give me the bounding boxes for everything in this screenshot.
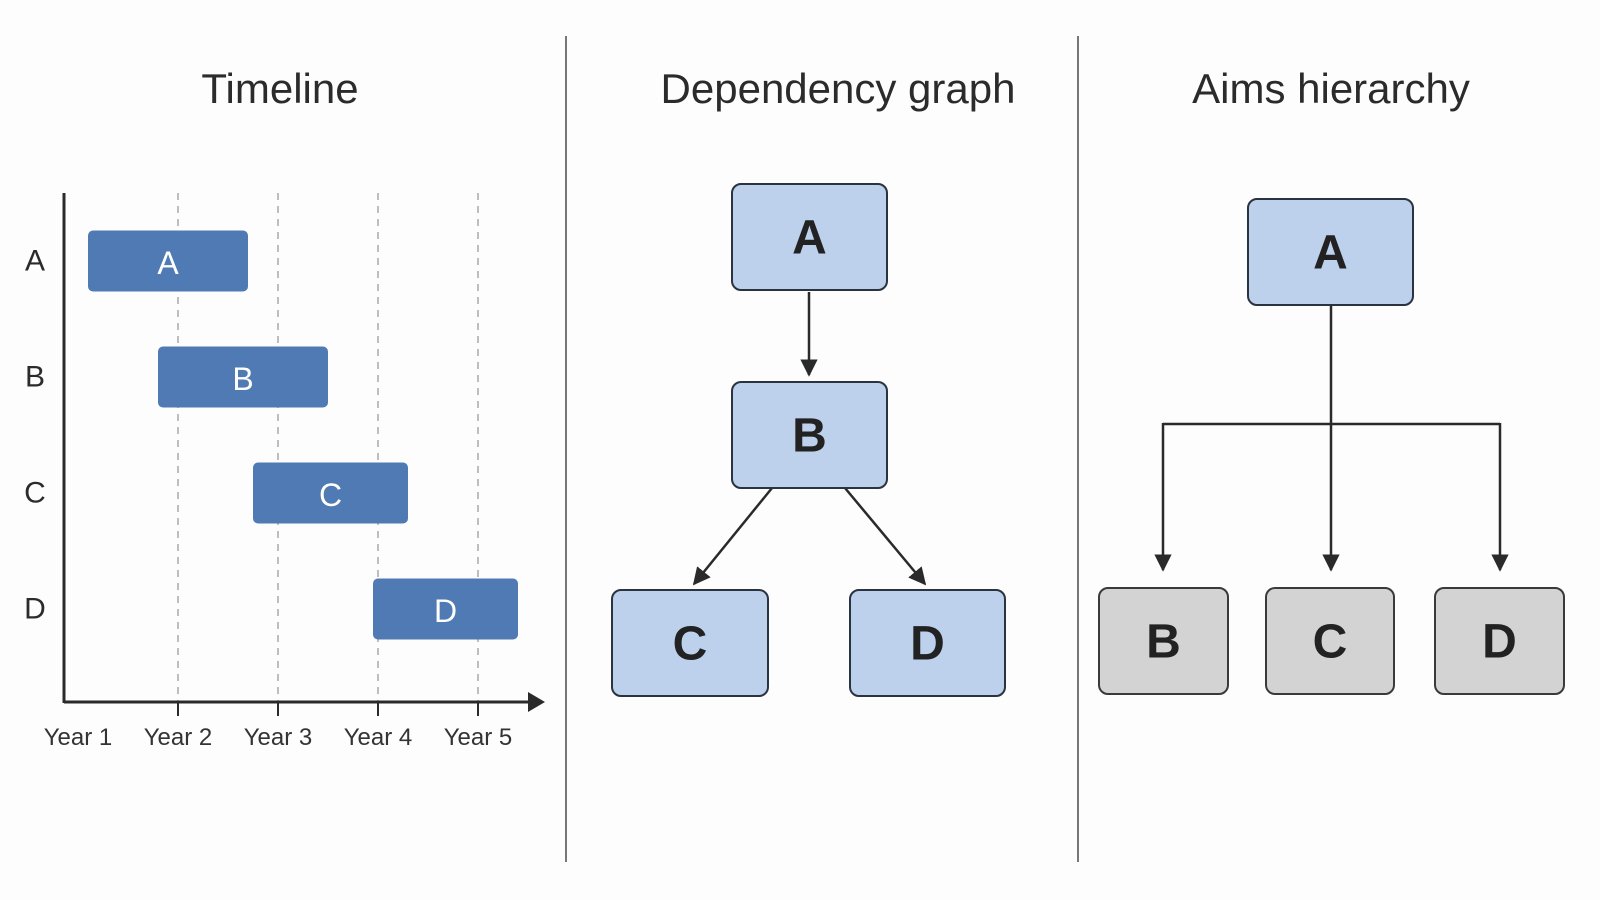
timeline-x-tick-label: Year 3 xyxy=(244,724,313,751)
timeline-row-label: B xyxy=(25,361,45,394)
edge-b-to-c xyxy=(692,487,773,586)
aims-hierarchy-title: Aims hierarchy xyxy=(1192,65,1470,112)
dependency-node-b-label: B xyxy=(792,410,827,463)
timeline-x-tick-label: Year 5 xyxy=(444,724,513,751)
dependency-node-d-label: D xyxy=(910,618,945,671)
dependency-node-c: C xyxy=(611,589,769,697)
dependency-node-a-label: A xyxy=(792,212,827,265)
hierarchy-child-node-d-label: D xyxy=(1482,616,1517,669)
timeline-row-label: C xyxy=(24,477,46,510)
timeline-bars: A B C D xyxy=(88,230,518,640)
timeline-row-label: A xyxy=(25,245,45,278)
timeline-bar-label: D xyxy=(434,593,457,629)
hierarchy-root-node-a-label: A xyxy=(1313,227,1348,280)
aims-hierarchy-panel: A B C D xyxy=(1098,198,1565,695)
timeline-x-tick-label: Year 1 xyxy=(44,724,113,751)
dependency-node-c-label: C xyxy=(673,618,708,671)
timeline-x-tick-label: Year 4 xyxy=(344,724,413,751)
timeline-bar-label: C xyxy=(319,477,342,513)
dependency-graph-title: Dependency graph xyxy=(661,65,1016,112)
timeline-row-labels: A B C D xyxy=(24,245,46,626)
hierarchy-root-node-a: A xyxy=(1247,198,1414,306)
timeline-bar xyxy=(373,578,518,640)
timeline-bar xyxy=(253,462,408,524)
hierarchy-child-node-c-label: C xyxy=(1313,616,1348,669)
edge-b-to-d xyxy=(844,487,927,586)
dependency-node-a: A xyxy=(731,183,888,291)
timeline-bar xyxy=(88,230,248,292)
timeline-title: Timeline xyxy=(201,65,358,112)
dependency-node-b: B xyxy=(731,381,888,489)
timeline-x-axis-arrowhead xyxy=(528,692,545,712)
hierarchy-child-node-c: C xyxy=(1265,587,1395,695)
timeline-panel: Year 1 Year 2 Year 3 Year 4 Year 5 A B C D A B C D xyxy=(24,193,545,751)
timeline-bar xyxy=(158,346,328,408)
timeline-bar-label: B xyxy=(232,361,253,397)
timeline-row-label: D xyxy=(24,593,46,626)
dependency-node-d: D xyxy=(849,589,1006,697)
timeline-ticks: Year 1 Year 2 Year 3 Year 4 Year 5 xyxy=(44,702,513,751)
timeline-x-tick-label: Year 2 xyxy=(144,724,213,751)
hierarchy-child-node-b: B xyxy=(1098,587,1229,695)
hierarchy-child-node-d: D xyxy=(1434,587,1565,695)
dependency-graph-panel: A B C D xyxy=(611,183,1006,697)
timeline-bar-label: A xyxy=(157,245,179,281)
hierarchy-child-node-b-label: B xyxy=(1146,616,1181,669)
